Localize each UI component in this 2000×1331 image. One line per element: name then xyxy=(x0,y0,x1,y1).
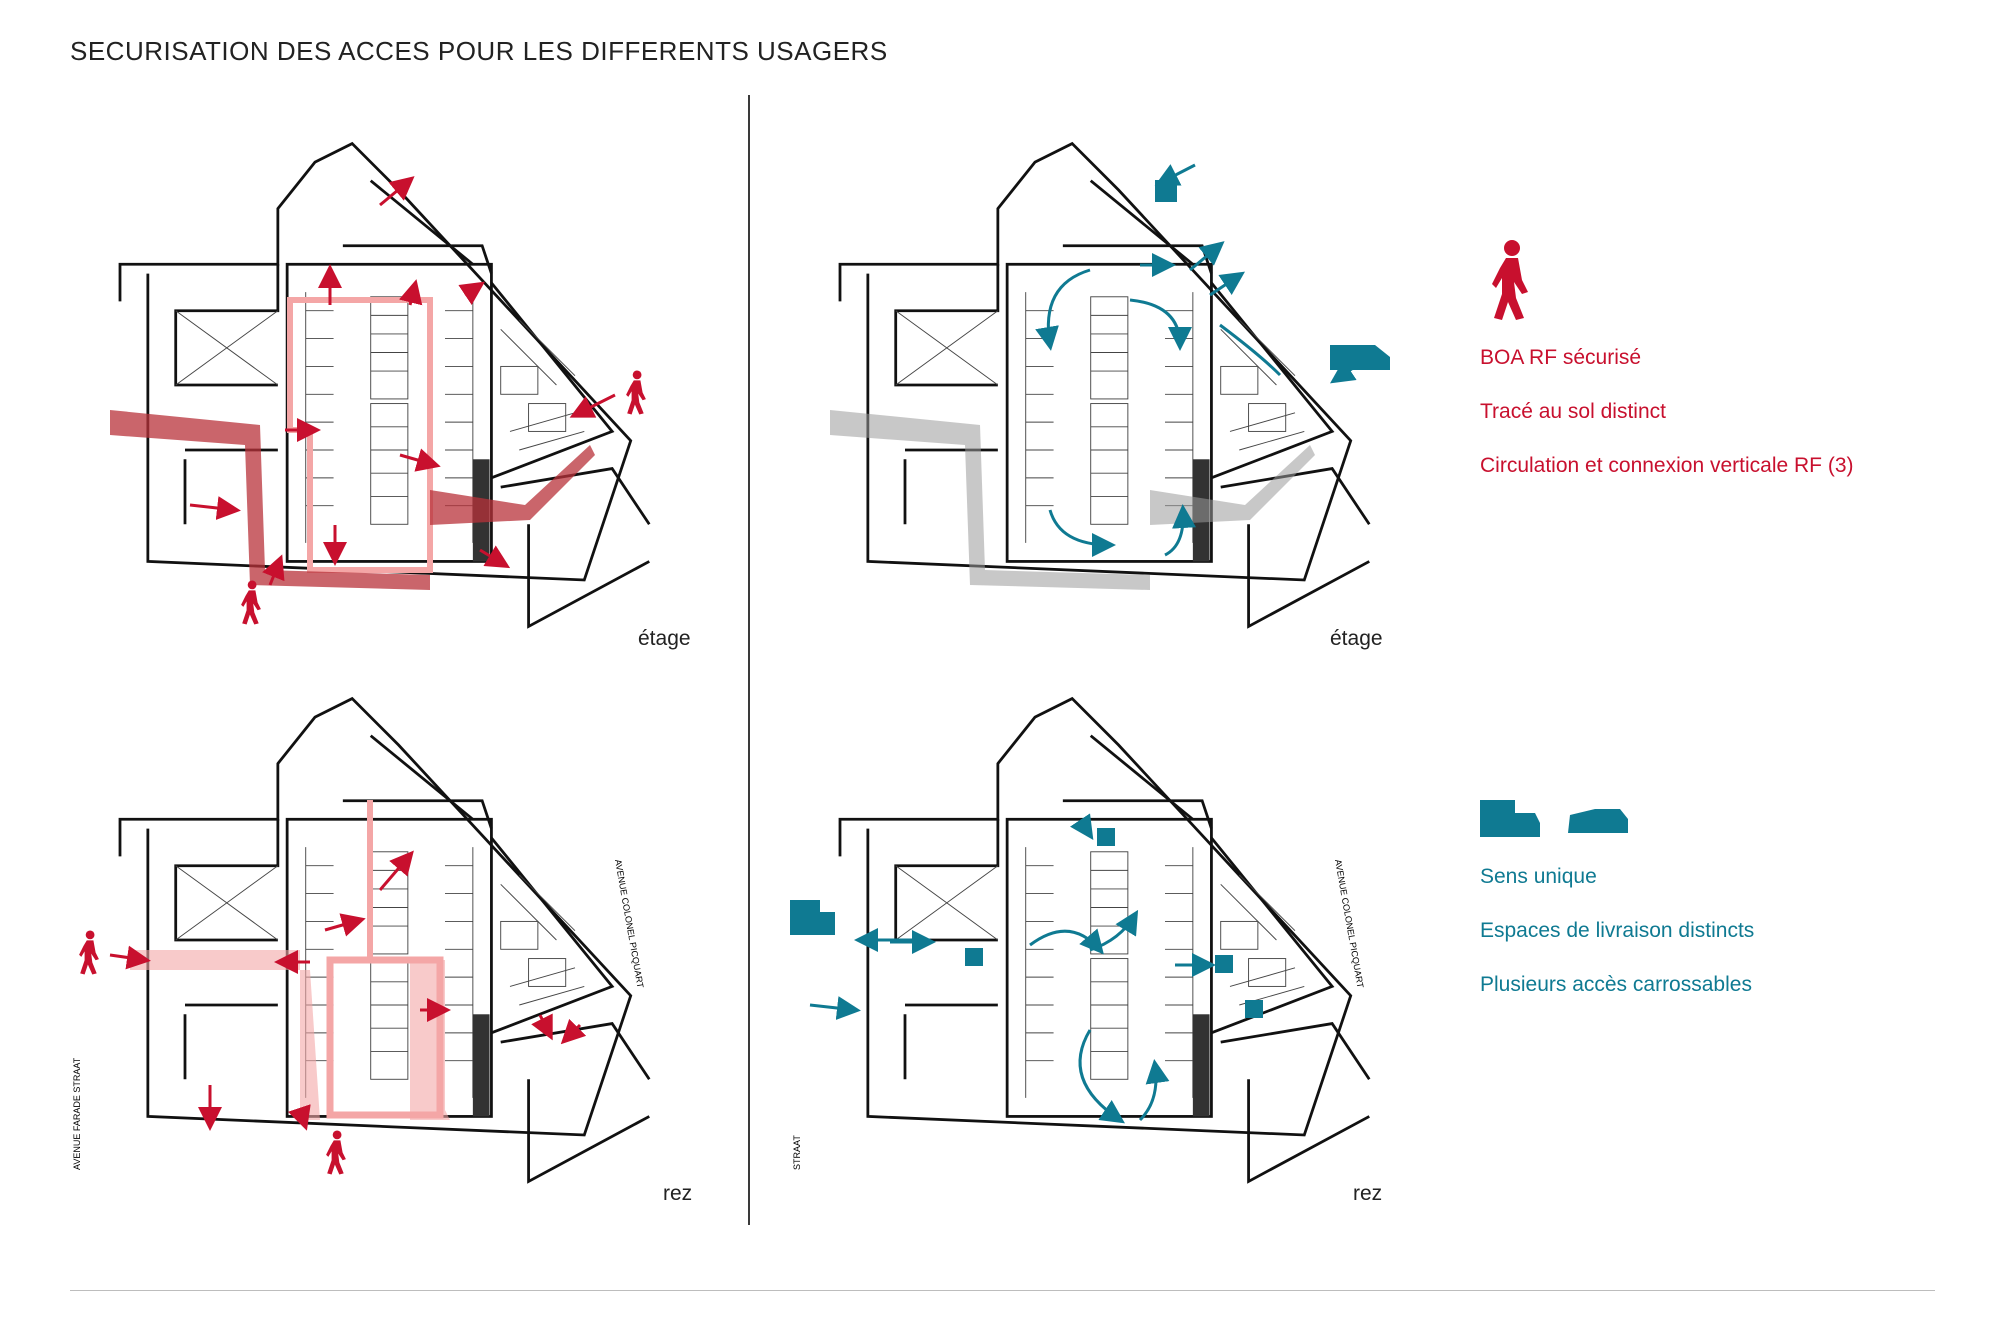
bottom-divider xyxy=(70,1290,1935,1291)
plan-rez-vehicle: AVENUE COLONEL PICQUART STRAAT rez xyxy=(790,680,1430,1220)
car-icon xyxy=(1568,809,1628,833)
grey-corridor xyxy=(830,410,1315,590)
pedestrian-icon xyxy=(626,370,646,415)
legend-item: Sens unique xyxy=(1480,865,1597,888)
delivery-trolley-icon xyxy=(965,948,983,966)
red-access-arrows xyxy=(109,850,587,1131)
legend-item: Plusieurs accès carrossables xyxy=(1480,973,1752,996)
floor-plan-drawing xyxy=(838,142,1371,628)
truck-icon xyxy=(790,900,835,935)
delivery-trolley-icon xyxy=(1245,1000,1263,1018)
pedestrian-icon xyxy=(241,580,261,625)
teal-flow-arrows xyxy=(809,813,1216,1124)
red-secured-corridor xyxy=(110,410,595,590)
truck-icon xyxy=(1480,800,1540,837)
level-label: rez xyxy=(663,1182,693,1205)
plan-rez-pedestrian: AVENUE COLONEL PICQUART AVENUE FARADE ST… xyxy=(70,680,710,1220)
vertical-divider xyxy=(748,95,750,1225)
pink-floor-path xyxy=(287,297,433,573)
plan-etage-vehicle: étage xyxy=(790,125,1430,665)
floor-plan-drawing xyxy=(118,142,651,628)
legend-item: Tracé au sol distinct xyxy=(1480,400,1666,423)
red-access-arrows xyxy=(189,176,616,586)
legend-vehicle: Sens unique Espaces de livraison distinc… xyxy=(1480,795,1940,1015)
vehicle-icons xyxy=(1155,180,1390,370)
level-label: étage xyxy=(1330,627,1383,650)
pink-corridor xyxy=(130,950,450,1120)
legend-item: Espaces de livraison distincts xyxy=(1480,919,1755,942)
vehicle-icons xyxy=(790,828,1263,1018)
street-label-right: AVENUE COLONEL PICQUART xyxy=(1333,859,1366,990)
delivery-trolley-icon xyxy=(1215,955,1233,973)
legend-pedestrian: BOA RF sécurisé Tracé au sol distinct Ci… xyxy=(1480,240,1940,490)
floor-plan-drawing xyxy=(118,697,651,1183)
level-label: rez xyxy=(1353,1182,1383,1205)
pink-floor-path xyxy=(326,956,444,1119)
legend-item: BOA RF sécurisé xyxy=(1480,346,1642,369)
street-label-left: AVENUE FARADE STRAAT xyxy=(72,1057,82,1170)
level-label: étage xyxy=(638,627,691,650)
street-label-left: STRAAT xyxy=(792,1135,802,1170)
delivery-trolley-icon xyxy=(1155,180,1177,202)
street-label-right: AVENUE COLONEL PICQUART xyxy=(613,859,646,990)
delivery-trolley-icon xyxy=(1097,828,1115,846)
pedestrian-icon xyxy=(326,1130,346,1175)
pedestrian-icon xyxy=(79,930,99,975)
pedestrian-icon xyxy=(1492,240,1528,320)
plan-etage-pedestrian: étage xyxy=(70,125,710,665)
page-title: SECURISATION DES ACCES POUR LES DIFFEREN… xyxy=(70,36,888,66)
legend-item: Circulation et connexion verticale RF (3… xyxy=(1480,454,1854,477)
car-icon xyxy=(1330,345,1390,370)
